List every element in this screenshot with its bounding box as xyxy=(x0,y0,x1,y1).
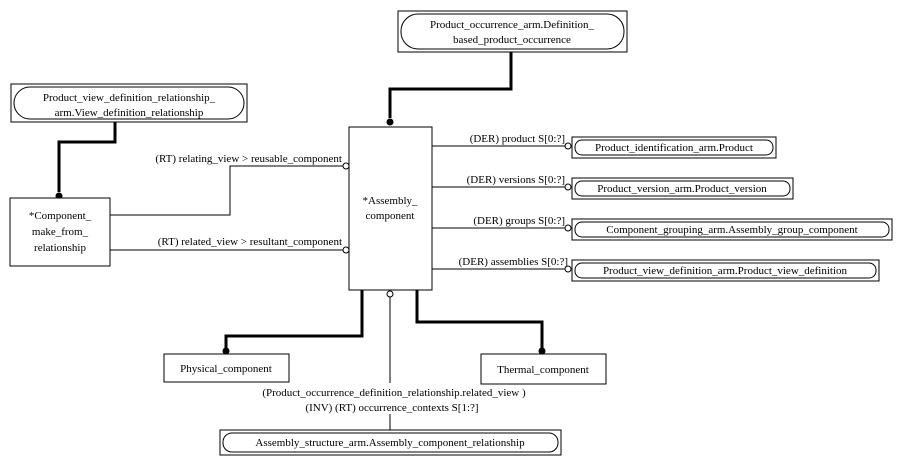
subtype-line-thermal xyxy=(415,290,544,348)
relating-view-label: (RT) relating_view > reusable_component xyxy=(155,153,342,165)
entity-product-version: Product_version_arm.Product_version xyxy=(571,177,794,200)
versions-attr-label: (DER) versions S[0:?] xyxy=(467,174,565,186)
entity-product-identification: Product_identification_arm.Product xyxy=(571,136,777,159)
related-view-label: (RT) related_view > resultant_component xyxy=(158,236,342,248)
entity-thermal-component: Thermal_component xyxy=(480,353,607,385)
related-view-end-circle xyxy=(342,246,350,254)
product-attr-label: (DER) product S[0:?] xyxy=(470,133,565,145)
subtype-line-thermal-end-dot xyxy=(538,347,546,355)
pvd-relationship-line2: arm.View_definition_relationship xyxy=(55,107,204,119)
pvd-relationship-line1: Product_view_definition_relationship_ xyxy=(43,92,216,104)
component-make-from-line2: make_from_ xyxy=(32,226,89,238)
entity-view-definition-relationship: Product_view_definition_relationship_ ar… xyxy=(10,83,248,123)
entity-assembly-structure: Assembly_structure_arm.Assembly_componen… xyxy=(219,429,562,456)
subtype-line-definition-based xyxy=(388,51,513,118)
entity-component-grouping: Component_grouping_arm.Assembly_group_co… xyxy=(571,218,893,241)
versions-attr-end-circle xyxy=(564,183,572,191)
assembly-component-line1: *Assembly_ xyxy=(363,195,419,207)
entity-definition-based-product-occurrence: Product_occurrence_arm.Definition_ based… xyxy=(397,10,628,53)
inverse-start-circle xyxy=(386,290,394,298)
product-version-label: Product_version_arm.Product_version xyxy=(597,183,767,195)
groups-attr-label: (DER) groups S[0:?] xyxy=(473,215,565,227)
subtype-line-physical-end-dot xyxy=(222,347,230,355)
relating-view-line xyxy=(110,165,343,216)
inverse-label-line2: (INV) (RT) occurrence_contexts S[1:?] xyxy=(305,402,478,414)
physical-component-label: Physical_component xyxy=(180,363,272,375)
component-grouping-label: Component_grouping_arm.Assembly_group_co… xyxy=(606,224,857,236)
assemblies-attr-end-circle xyxy=(564,265,572,273)
entity-assembly-component: *Assembly_ component xyxy=(348,126,433,291)
relating-view-end-circle xyxy=(342,162,350,170)
groups-attr-end-circle xyxy=(564,224,572,232)
assembly-structure-label: Assembly_structure_arm.Assembly_componen… xyxy=(255,437,525,449)
component-make-from-line3: relationship xyxy=(34,242,86,254)
assembly-component-line2: component xyxy=(366,210,415,222)
entity-product-view-definition: Product_view_definition_arm.Product_view… xyxy=(571,259,880,282)
thermal-component-label: Thermal_component xyxy=(497,364,589,376)
product-view-definition-label: Product_view_definition_arm.Product_view… xyxy=(603,265,848,277)
definition-based-line2: based_product_occurrence xyxy=(453,34,571,46)
definition-based-line1: Product_occurrence_arm.Definition_ xyxy=(430,19,595,31)
assemblies-attr-label: (DER) assemblies S[0:?] xyxy=(459,256,568,268)
entity-physical-component: Physical_component xyxy=(163,353,290,383)
subtype-line-definition-based-end-dot xyxy=(386,118,394,126)
entity-component-make-from-relationship: *Component_ make_from_ relationship xyxy=(9,197,111,267)
product-attr-end-circle xyxy=(564,142,572,150)
product-identification-label: Product_identification_arm.Product xyxy=(595,142,753,154)
subtype-line-physical xyxy=(224,290,364,348)
subtype-line-pvd-relationship xyxy=(57,120,117,192)
inverse-label-line1: (Product_occurrence_definition_relations… xyxy=(262,387,526,399)
component-make-from-line1: *Component_ xyxy=(29,210,92,222)
